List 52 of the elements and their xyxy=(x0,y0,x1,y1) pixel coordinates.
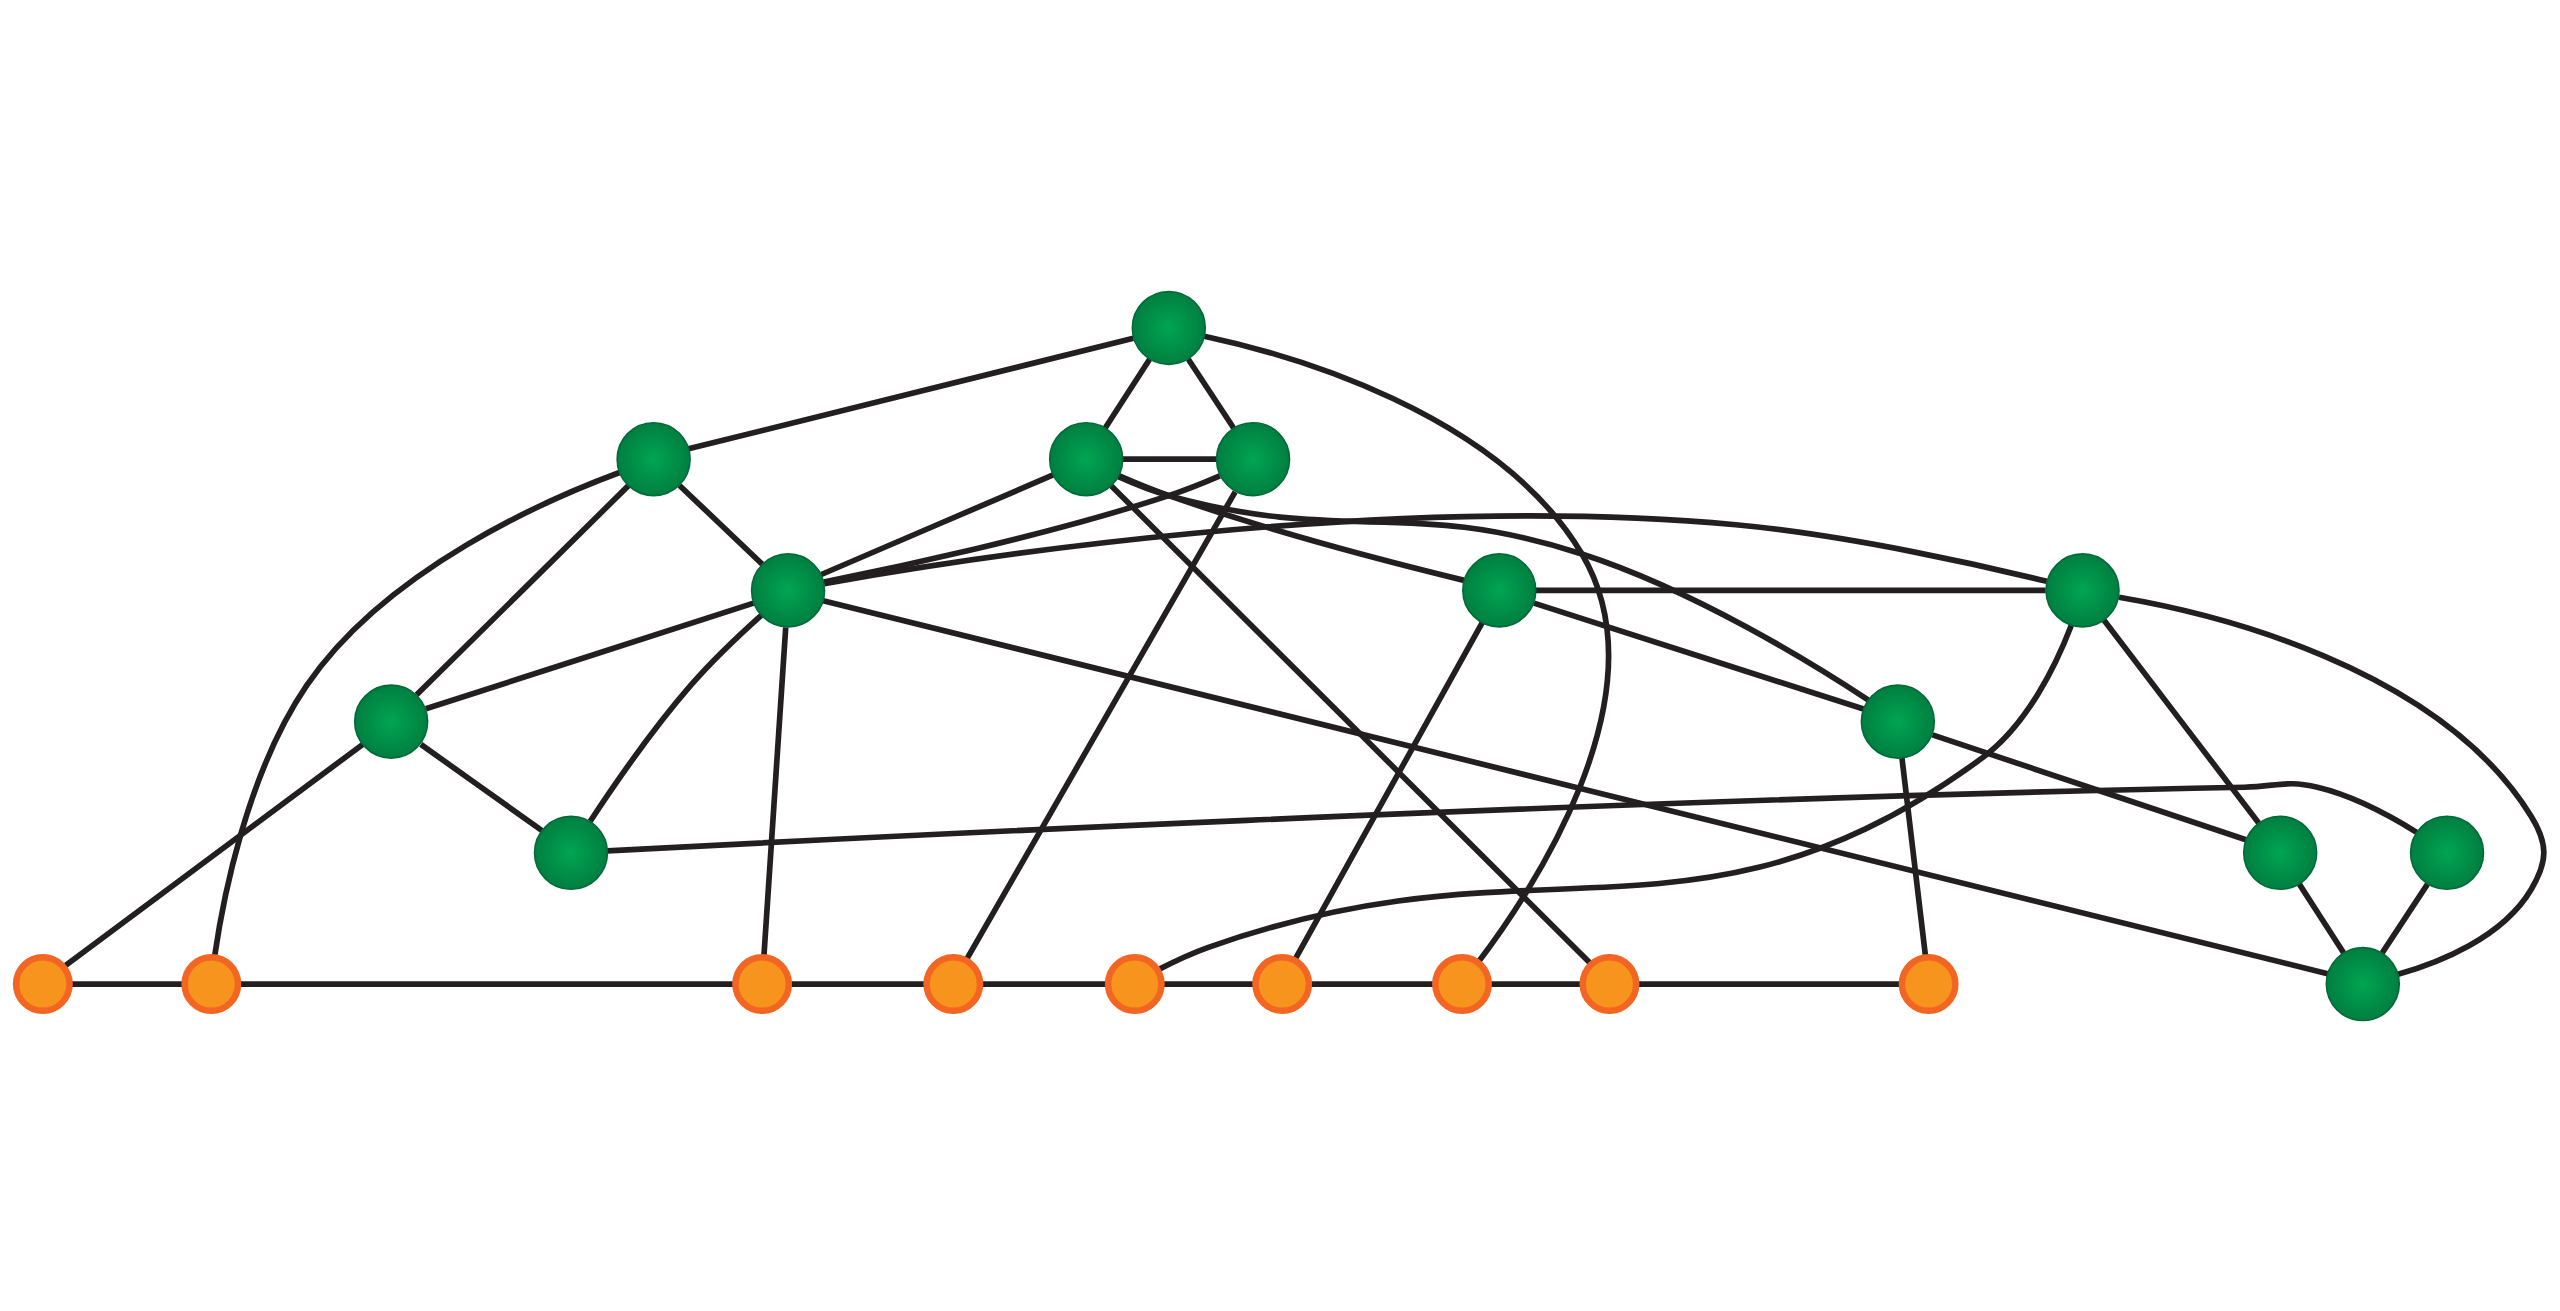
connector xyxy=(2379,882,2430,954)
connector xyxy=(414,483,631,697)
connector xyxy=(1489,980,1583,987)
node-circle xyxy=(732,953,793,1014)
node-circle xyxy=(181,953,242,1014)
node-circle xyxy=(1462,552,1537,628)
node-circle xyxy=(1215,421,1291,496)
connector xyxy=(1899,757,1929,958)
connector xyxy=(587,612,764,823)
node-circle xyxy=(923,953,984,1014)
connector xyxy=(963,489,1238,962)
node-circle xyxy=(1579,953,1640,1014)
node-circle xyxy=(2242,815,2318,890)
connector xyxy=(677,482,765,566)
connector xyxy=(820,471,1055,577)
connector xyxy=(1185,357,1236,430)
connector xyxy=(1102,357,1152,430)
node-circle xyxy=(1104,953,1165,1014)
node-circle xyxy=(1131,290,1207,365)
node-circle xyxy=(1048,421,1124,496)
connector xyxy=(789,980,927,987)
connector xyxy=(1931,731,2247,842)
connector xyxy=(1533,599,1865,712)
connector xyxy=(1122,455,1217,462)
connector xyxy=(1636,980,1902,987)
connector xyxy=(687,335,1135,452)
node-circle xyxy=(2409,815,2485,890)
node-circle xyxy=(353,683,429,759)
node-circle xyxy=(1898,953,1959,1014)
node-circle xyxy=(1860,683,1936,759)
node-circle xyxy=(750,552,826,628)
connector xyxy=(2118,594,2547,977)
connector xyxy=(1535,587,2046,593)
connector xyxy=(1292,620,1485,961)
node-circle xyxy=(2325,946,2401,1021)
connector xyxy=(1203,332,1611,964)
connector xyxy=(823,512,2048,586)
connector xyxy=(1117,473,1870,702)
node-circle xyxy=(533,815,609,890)
connector xyxy=(761,626,789,957)
connector xyxy=(822,597,2329,976)
connector xyxy=(607,780,2419,854)
node-circle xyxy=(2045,552,2120,628)
node-circle xyxy=(616,421,691,496)
connector xyxy=(2296,882,2347,954)
connector xyxy=(980,980,1108,987)
node-circle xyxy=(1252,953,1313,1014)
connector xyxy=(419,741,544,833)
node-circle xyxy=(12,953,73,1014)
connector xyxy=(2101,618,2261,825)
connector xyxy=(425,599,755,711)
node-circle xyxy=(1432,953,1492,1014)
